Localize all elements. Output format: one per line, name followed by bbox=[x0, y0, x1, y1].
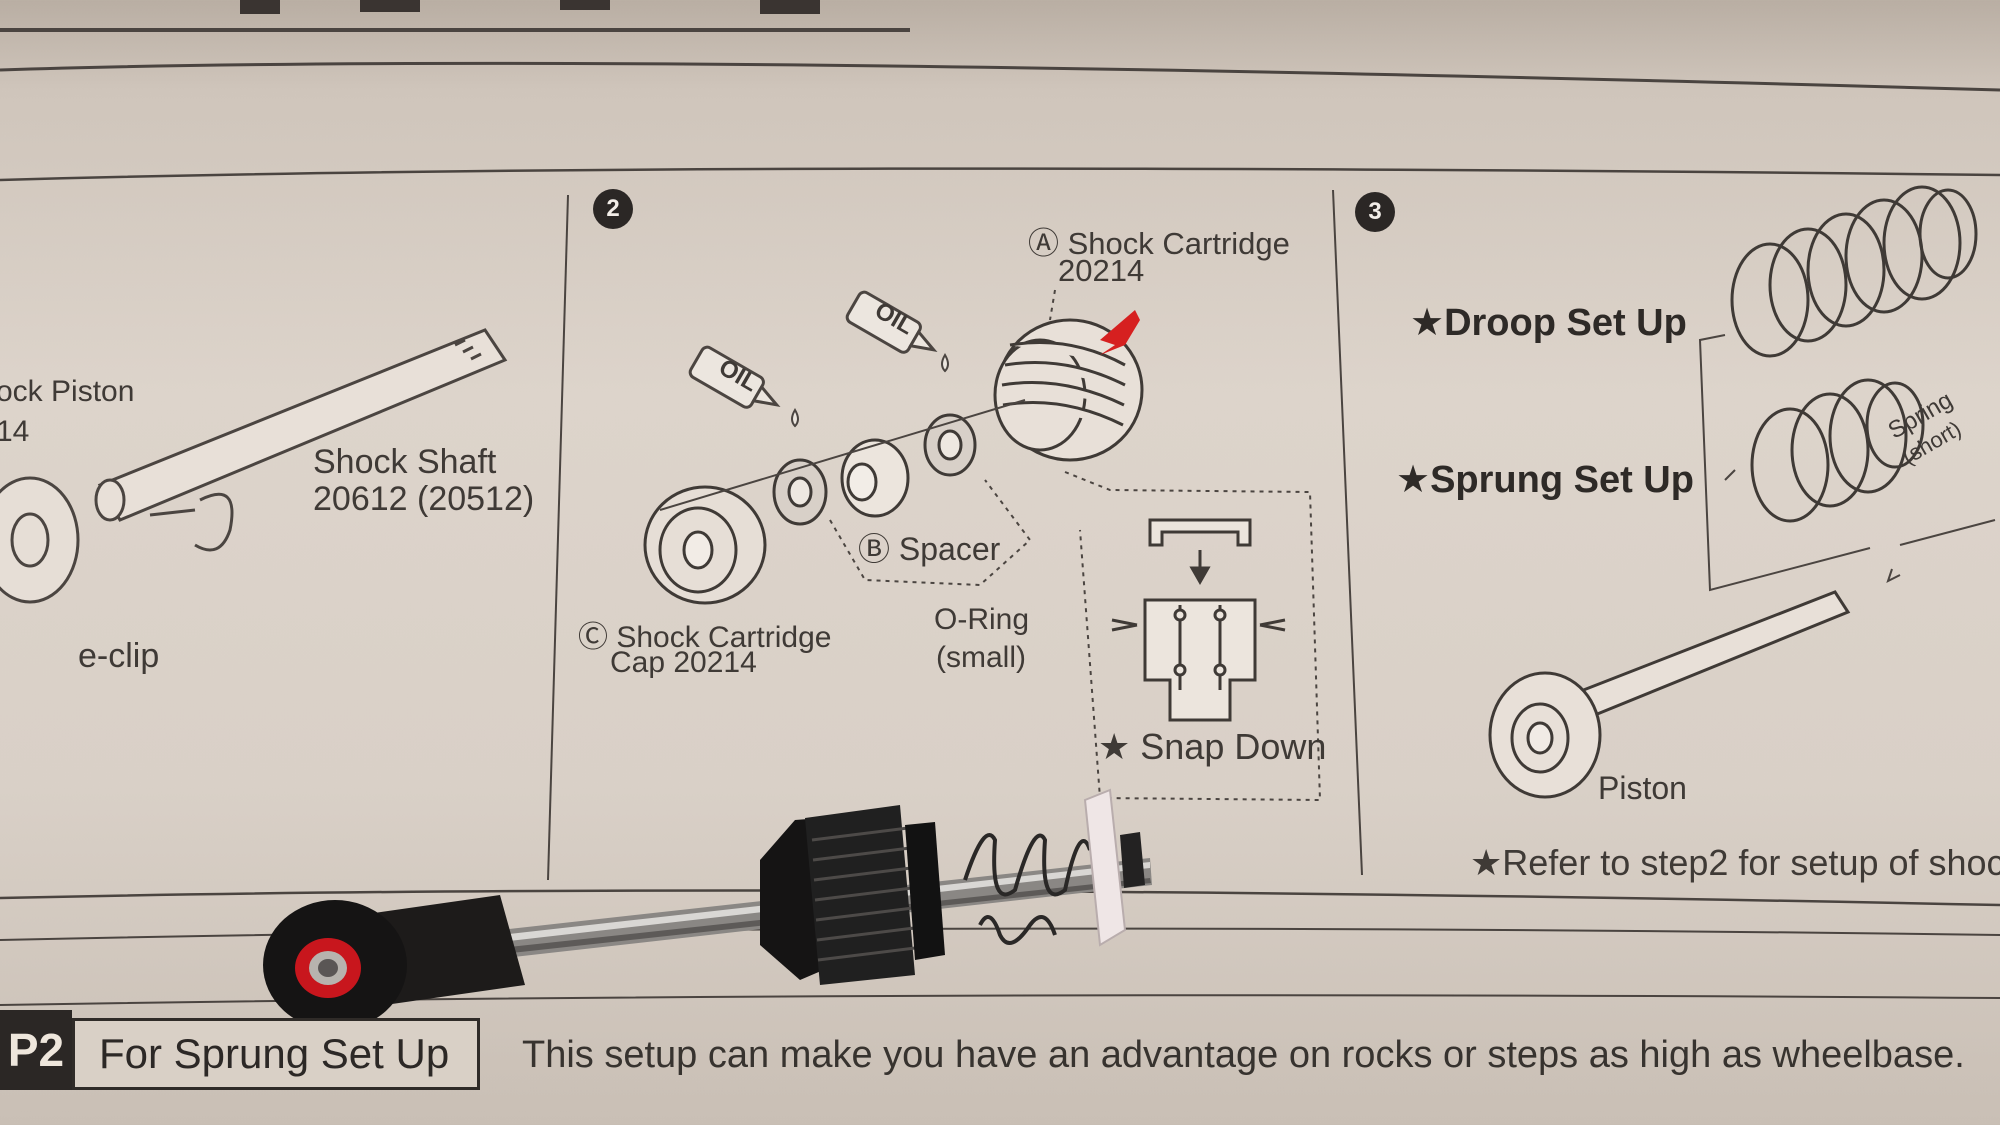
eclip-label: e-clip bbox=[78, 637, 160, 675]
shock-shaft-label: Shock Shaft bbox=[313, 443, 497, 481]
step-3-badge: 3 bbox=[1355, 192, 1395, 232]
footer-description: This setup can make you have an advantag… bbox=[522, 1034, 1965, 1076]
cartridge-cap-drawing bbox=[643, 485, 767, 605]
spacer-label: Ⓑ Spacer bbox=[858, 531, 1001, 567]
step-2-badge: 2 bbox=[593, 189, 633, 229]
red-arrow-annotation bbox=[1100, 310, 1140, 355]
shock-shaft-number: 20612 (20512) bbox=[313, 480, 535, 518]
sprung-setup-label: ★Sprung Set Up bbox=[1396, 459, 1694, 501]
left-piston-label: ock Piston bbox=[0, 375, 135, 408]
eclip-drawing bbox=[149, 492, 234, 552]
shock-assembly-photo bbox=[263, 788, 1152, 1030]
oil-drop bbox=[791, 353, 949, 428]
cartridge-cap-number: Cap 20214 bbox=[610, 646, 757, 679]
oil-bottle-1 bbox=[688, 345, 781, 409]
cartridge-cap-label: Ⓒ Shock Cartridge bbox=[578, 621, 832, 654]
sprung-spring-drawing bbox=[1750, 378, 1925, 523]
title-remnant bbox=[240, 0, 820, 14]
step3-shaft-drawing bbox=[1488, 590, 1851, 799]
droop-spring-drawing bbox=[1730, 185, 1978, 358]
bracket-lines bbox=[1698, 334, 1996, 592]
dotted-leaders bbox=[829, 289, 1322, 802]
assembly-axis bbox=[659, 399, 1026, 511]
left-piston-number: 14 bbox=[0, 415, 30, 448]
oring-spacer-drawing bbox=[772, 413, 977, 526]
shock-shaft-drawing bbox=[94, 328, 508, 522]
shock-cartridge-drawing bbox=[993, 318, 1144, 462]
oring-label: O-Ring bbox=[934, 603, 1030, 636]
oring-size-label: (small) bbox=[936, 641, 1026, 674]
oil-bottle-2 bbox=[845, 290, 938, 354]
shock-cartridge-number: 20214 bbox=[1058, 253, 1145, 288]
footer-step-prefix: P2 bbox=[0, 1010, 72, 1090]
footer-title: For Sprung Set Up bbox=[72, 1018, 480, 1090]
snap-down-detail bbox=[1111, 518, 1286, 722]
shock-cartridge-label: Ⓐ Shock Cartridge bbox=[1028, 226, 1290, 261]
left-piston-drawing bbox=[0, 476, 80, 604]
snap-down-label: ★ Snap Down bbox=[1098, 726, 1327, 767]
step3-piston-label: Piston bbox=[1598, 770, 1687, 806]
refer-note: ★Refer to step2 for setup of shoc bbox=[1470, 842, 2000, 883]
droop-setup-label: ★Droop Set Up bbox=[1410, 302, 1687, 344]
